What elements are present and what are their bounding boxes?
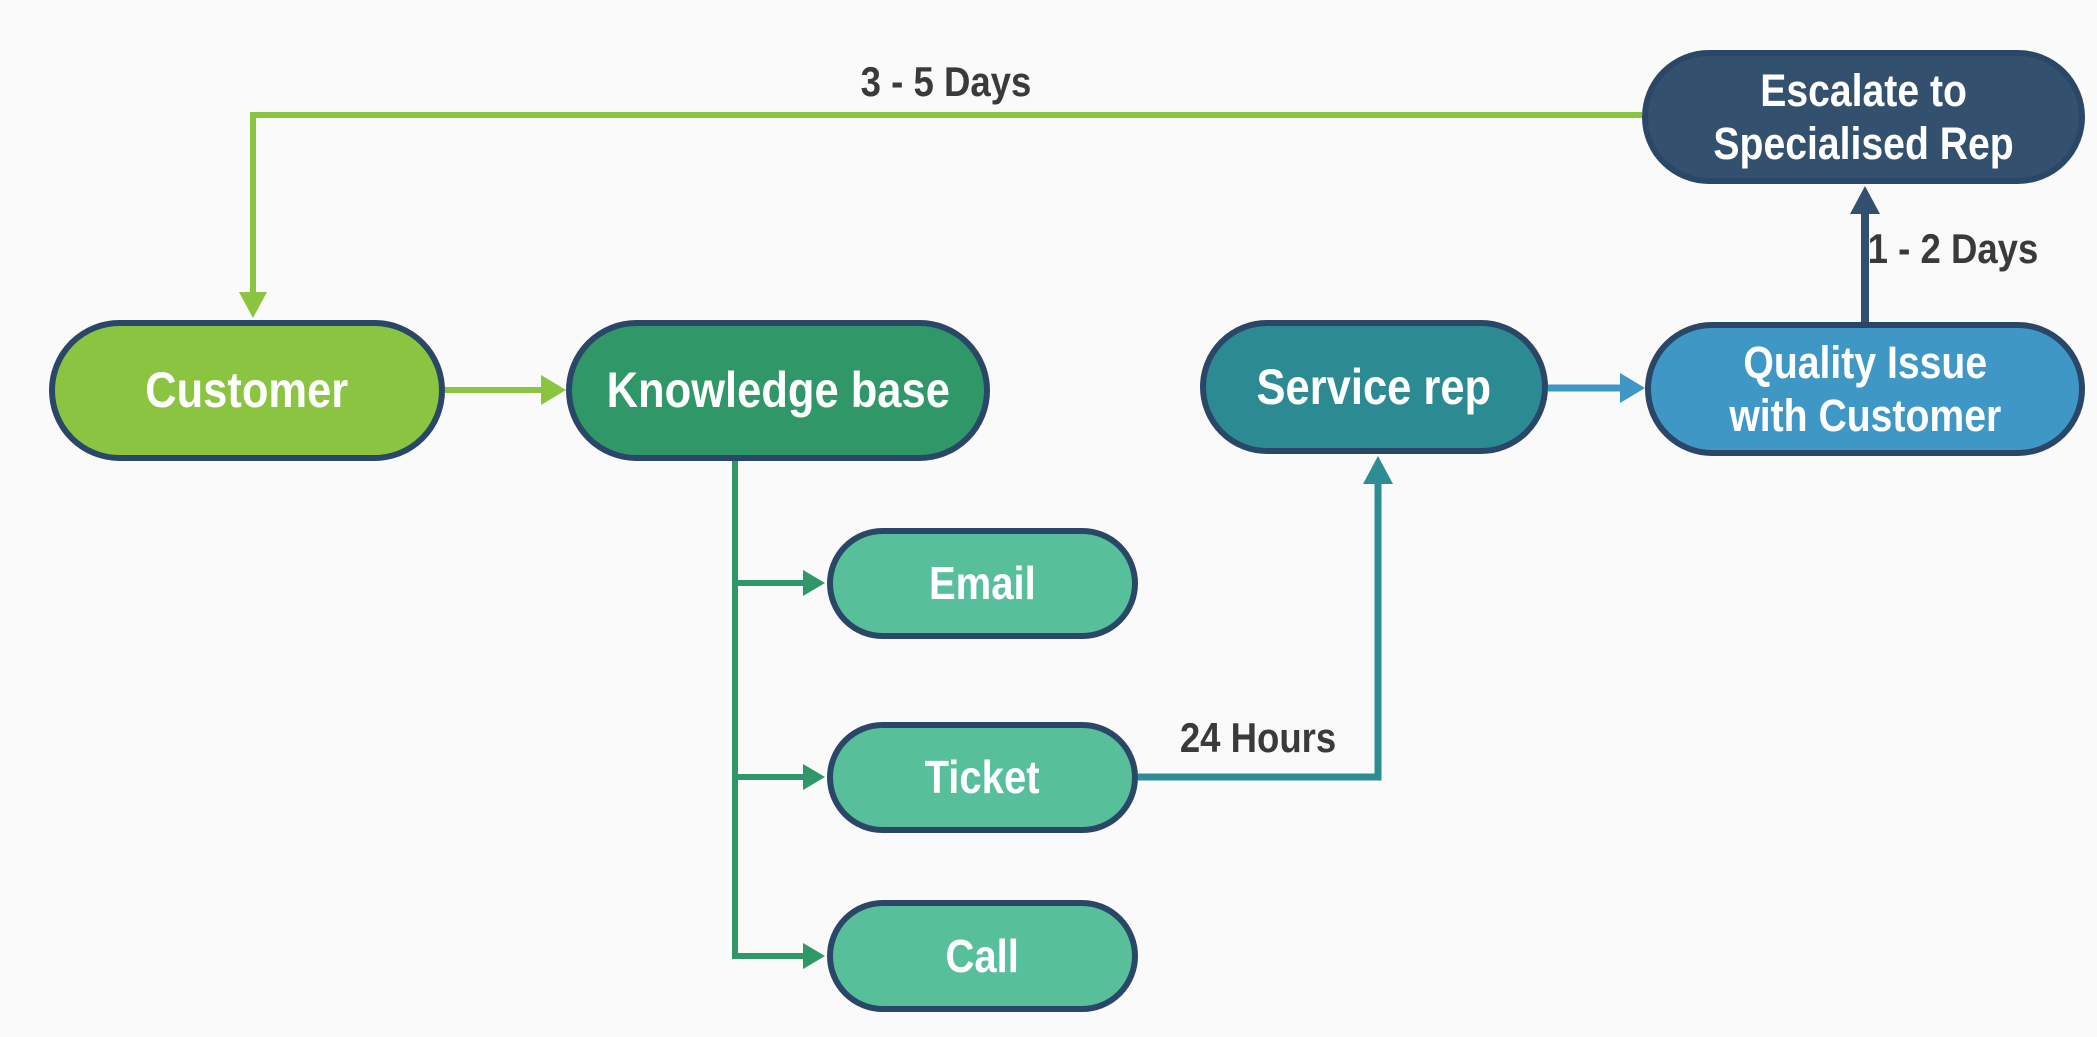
node-service-rep: Service rep bbox=[1200, 320, 1548, 454]
node-knowledge-base-label: Knowledge base bbox=[606, 362, 950, 418]
node-quality-issue-label: Quality Issue with Customer bbox=[1729, 336, 2001, 442]
arrowhead-into-knowledge-base bbox=[541, 375, 566, 405]
node-service-rep-label: Service rep bbox=[1256, 358, 1492, 415]
arrowhead-into-ticket bbox=[803, 764, 825, 790]
node-escalate-label: Escalate to Specialised Rep bbox=[1713, 64, 2013, 170]
node-ticket: Ticket bbox=[827, 722, 1138, 833]
node-email: Email bbox=[827, 528, 1138, 639]
node-knowledge-base: Knowledge base bbox=[566, 320, 990, 461]
node-customer: Customer bbox=[49, 320, 445, 461]
arrowhead-into-email bbox=[803, 570, 825, 596]
node-quality-issue-line2: with Customer bbox=[1729, 390, 2001, 441]
node-customer-label: Customer bbox=[145, 362, 349, 418]
node-call-label: Call bbox=[945, 929, 1020, 982]
arrowhead-into-customer bbox=[239, 292, 267, 318]
arrowhead-into-quality-issue bbox=[1620, 373, 1645, 403]
arrowhead-into-escalate bbox=[1850, 186, 1880, 214]
node-escalate-line1: Escalate to bbox=[1760, 64, 1967, 116]
node-ticket-label: Ticket bbox=[925, 751, 1040, 804]
node-call: Call bbox=[827, 900, 1138, 1012]
edge-ticket-to-service-rep bbox=[1138, 482, 1382, 781]
arrowhead-into-service-rep bbox=[1363, 456, 1393, 484]
arrowhead-into-call bbox=[803, 943, 825, 969]
edge-label-escalate-to-customer: 3 - 5 Days bbox=[860, 58, 1032, 105]
node-quality-issue: Quality Issue with Customer bbox=[1645, 322, 2085, 456]
edge-label-ticket-to-service-rep: 24 Hours bbox=[1179, 714, 1337, 761]
node-quality-issue-line1: Quality Issue bbox=[1743, 336, 1987, 388]
node-escalate-line2: Specialised Rep bbox=[1713, 118, 2014, 169]
edge-label-quality-to-escalate: 1 - 2 Days bbox=[1867, 225, 2039, 272]
edge-escalate-to-customer bbox=[250, 112, 1642, 294]
node-escalate: Escalate to Specialised Rep bbox=[1642, 50, 2085, 184]
node-email-label: Email bbox=[929, 557, 1036, 610]
